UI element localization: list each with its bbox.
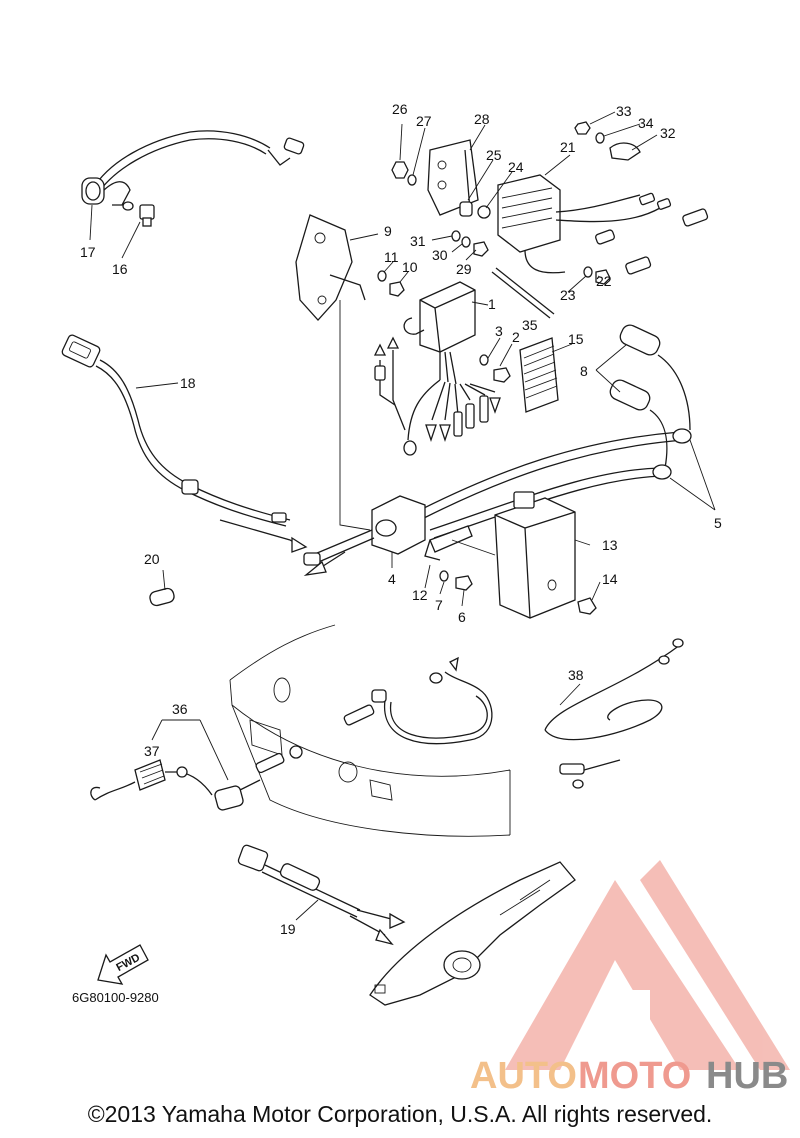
lead-wire-18 bbox=[61, 334, 308, 553]
callout-33: 33 bbox=[616, 103, 632, 119]
callout-37: 37 bbox=[144, 743, 160, 759]
callout-3: 3 bbox=[495, 323, 503, 339]
callout-20: 20 bbox=[144, 551, 160, 567]
callout-bracket-36 bbox=[151, 719, 229, 781]
bolt-6 bbox=[455, 575, 473, 591]
callout-17: 17 bbox=[80, 244, 96, 260]
collar-25 bbox=[459, 201, 473, 217]
callout-1: 1 bbox=[488, 296, 496, 312]
callout-9: 9 bbox=[384, 223, 392, 239]
bolt-2-washer-3 bbox=[479, 354, 511, 383]
grommet-24 bbox=[477, 205, 491, 219]
callout-22: 22 bbox=[596, 273, 612, 289]
callout-14: 14 bbox=[602, 571, 618, 587]
cable-19 bbox=[237, 844, 406, 946]
watermark-logo bbox=[505, 860, 790, 1070]
callout-5: 5 bbox=[714, 515, 722, 531]
plug-caps-8 bbox=[609, 324, 691, 469]
lower-cowling bbox=[229, 624, 511, 837]
callout-34: 34 bbox=[638, 115, 654, 131]
callout-31: 31 bbox=[410, 233, 426, 249]
fwd-arrow-icon: FWD bbox=[97, 944, 149, 985]
callout-10: 10 bbox=[402, 259, 418, 275]
callout-19: 19 bbox=[280, 921, 296, 937]
lead-wire-38 bbox=[544, 638, 684, 789]
callout-15: 15 bbox=[568, 331, 584, 347]
watermark-brand-auto: AUTO bbox=[470, 1055, 577, 1097]
nut-26 bbox=[391, 161, 409, 179]
callout-29: 29 bbox=[456, 261, 472, 277]
kill-switch-36 bbox=[214, 779, 261, 811]
callout-36: 36 bbox=[172, 701, 188, 717]
collar-20 bbox=[149, 587, 175, 607]
steering-bracket bbox=[369, 861, 576, 1006]
callout-18: 18 bbox=[180, 375, 196, 391]
bracket-12 bbox=[424, 525, 473, 561]
parts-diagram: AUTO MOTO HUB bbox=[61, 101, 790, 1097]
callout-12: 12 bbox=[412, 587, 428, 603]
callout-4: 4 bbox=[388, 571, 396, 587]
high-tension-leads-5 bbox=[419, 428, 716, 539]
watermark-brand-hub: HUB bbox=[706, 1055, 788, 1097]
callout-35: 35 bbox=[522, 317, 538, 333]
bolt-10-washer-11 bbox=[377, 270, 405, 297]
callout-21: 21 bbox=[560, 139, 576, 155]
rectifier-regulator-21 bbox=[497, 174, 709, 275]
callout-38: 38 bbox=[568, 667, 584, 683]
copyright-notice: ©2013 Yamaha Motor Corporation, U.S.A. A… bbox=[87, 1101, 713, 1127]
bracket-plate-9 bbox=[295, 214, 366, 321]
callout-24: 24 bbox=[508, 159, 524, 175]
callout-28: 28 bbox=[474, 111, 490, 127]
callout-8: 8 bbox=[580, 363, 588, 379]
callout-labels: 1 2 3 4 5 6 7 8 9 10 11 12 13 14 15 16 1… bbox=[80, 101, 722, 937]
cover-13 bbox=[451, 491, 576, 619]
clamp-32 bbox=[609, 142, 641, 161]
screw-14 bbox=[577, 597, 597, 615]
bolt-33 bbox=[574, 121, 591, 135]
lanyard-37 bbox=[90, 759, 213, 801]
callout-7: 7 bbox=[435, 597, 443, 613]
callout-27: 27 bbox=[416, 113, 432, 129]
callout-25: 25 bbox=[486, 147, 502, 163]
callout-30: 30 bbox=[432, 247, 448, 263]
cowling-lead bbox=[255, 656, 493, 774]
sensor-16 bbox=[139, 204, 155, 227]
watermark-brand-moto: MOTO bbox=[578, 1055, 691, 1097]
washer-7 bbox=[439, 570, 449, 582]
plug-cap-lead bbox=[81, 130, 305, 211]
callout-11: 11 bbox=[384, 249, 399, 265]
bolt-29-washers bbox=[451, 230, 489, 257]
bracket-28 bbox=[427, 139, 479, 216]
callout-13: 13 bbox=[602, 537, 618, 553]
band-35 bbox=[491, 267, 555, 319]
leader-lines bbox=[89, 111, 658, 921]
callout-6: 6 bbox=[458, 609, 466, 625]
washer-34 bbox=[595, 132, 605, 144]
bolt-22-washer-23 bbox=[583, 266, 611, 285]
fins-15 bbox=[519, 337, 559, 413]
callout-16: 16 bbox=[112, 261, 128, 277]
catalog-code: 6G80100-9280 bbox=[72, 990, 159, 1005]
callout-26: 26 bbox=[392, 101, 408, 117]
callout-32: 32 bbox=[660, 125, 676, 141]
callout-23: 23 bbox=[560, 287, 576, 303]
ignition-coil-4 bbox=[303, 300, 426, 576]
cdi-unit-1 bbox=[373, 281, 501, 456]
washer-27 bbox=[407, 174, 417, 186]
callout-2: 2 bbox=[512, 329, 520, 345]
